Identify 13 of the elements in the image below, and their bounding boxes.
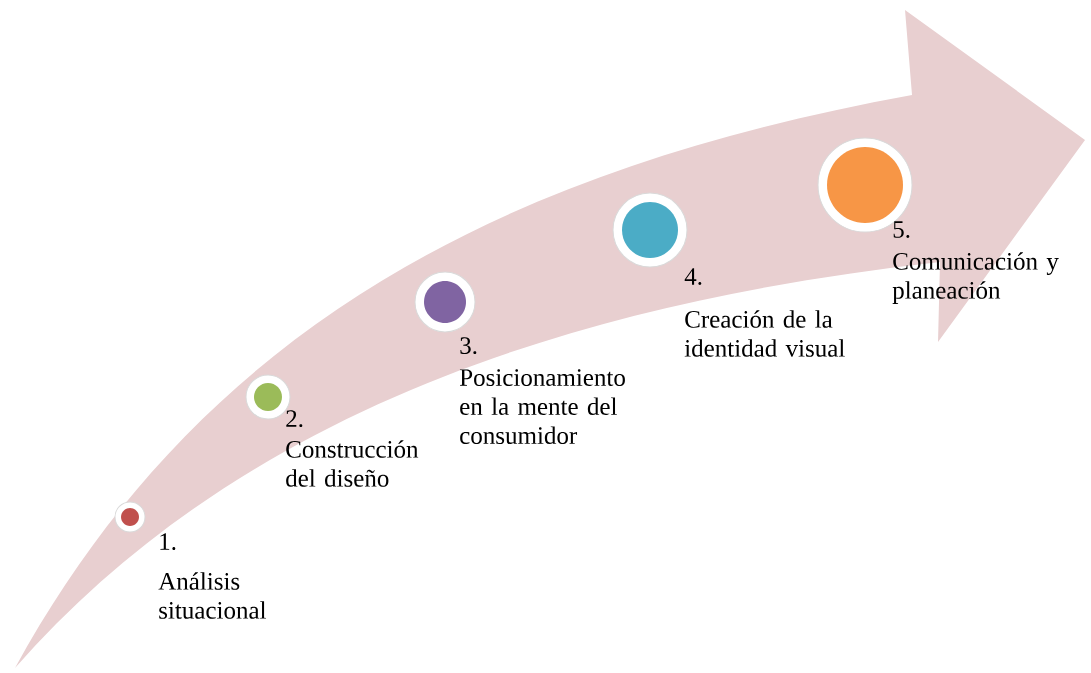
step-circle xyxy=(114,501,146,533)
step-circle xyxy=(414,271,476,333)
step-label: Análisis situacional xyxy=(158,572,267,619)
step-label: Posicionamiento en la mente del consumidor xyxy=(459,369,625,444)
step-label: 4. xyxy=(684,268,702,285)
step-label: Creación de la identidad visual xyxy=(684,310,845,357)
step-label: 2. xyxy=(286,410,303,428)
step-circle xyxy=(612,192,688,268)
step-label: Comunicación y planeación xyxy=(892,252,1059,304)
step-label: 1. xyxy=(160,533,176,551)
step-label: Construcción del diseño xyxy=(286,440,419,487)
step-label: 5. xyxy=(893,221,910,238)
step-label: 3. xyxy=(460,337,477,355)
